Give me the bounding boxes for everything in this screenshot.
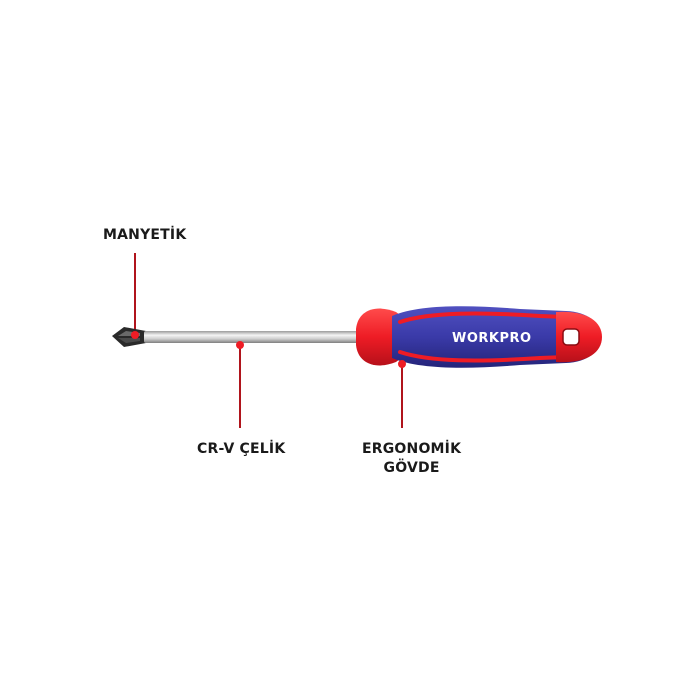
callout-lines xyxy=(134,253,403,428)
screwdriver-tip xyxy=(112,327,146,347)
callout-dot-steel xyxy=(236,341,244,349)
callout-dot-magnetic xyxy=(131,331,139,339)
handle-body xyxy=(392,306,600,368)
label-magnetic: MANYETİK xyxy=(103,227,187,243)
brand-logo-text: WORKPRO xyxy=(452,331,532,346)
callout-dot-ergonomic xyxy=(398,360,406,368)
label-ergonomic-line1: ERGONOMİK xyxy=(362,441,462,457)
label-ergonomic-line2: GÖVDE xyxy=(383,460,440,476)
label-ergonomic: ERGONOMİK GÖVDE xyxy=(362,440,461,478)
screwdriver-shaft xyxy=(144,331,364,343)
label-steel: CR-V ÇELİK xyxy=(197,441,286,457)
hanging-hole xyxy=(562,328,580,346)
callout-dots xyxy=(131,331,406,368)
